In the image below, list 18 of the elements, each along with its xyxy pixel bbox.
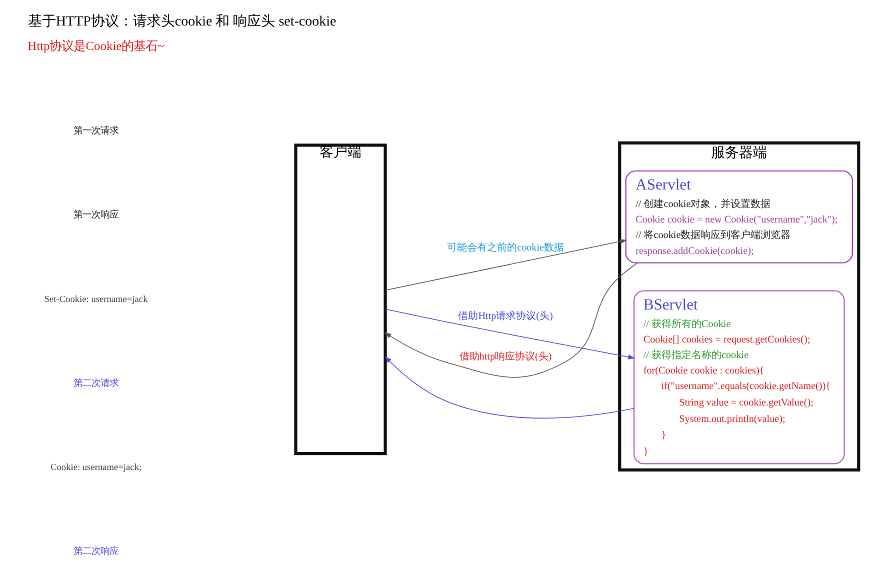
label: Set-Cookie: username=jack — [44, 294, 148, 305]
diagram-title: 基于HTTP协议：请求头cookie 和 响应头 set-cookie — [27, 14, 336, 30]
arrow — [384, 356, 634, 419]
arrow — [384, 262, 638, 378]
arrow — [384, 239, 626, 291]
label: Http协议是Cookie的基石~ — [27, 39, 164, 54]
node-box: 客户端 — [294, 144, 386, 456]
arrow — [384, 308, 635, 360]
label: 第二次响应 — [73, 547, 118, 558]
label: 第一次请求 — [73, 126, 118, 137]
edge-label: 借助http响应协议(头) — [458, 352, 552, 363]
label: 第一次响应 — [73, 210, 118, 221]
node-box: AServlet // 创建cookie对象，并设置数据 Cookie cookie = new Cookie("username","jack"); // 将cookie数据响应到客户端浏览器 response.addCookie(cookie); — [624, 170, 853, 264]
label: 第二次请求 — [73, 378, 118, 389]
edge-label: 可能会有之前的cookie数据 — [446, 242, 564, 254]
node-box: BServlet // 获得所有的Cookie Cookie[] cookies = request.getCookies(); // 获得指定名称的cookie for(Cookie cookie : cookies){ if("username".equals(cookie.getName()){ String value = cookie.getValue(); System.out.println(value); } } — [632, 290, 844, 464]
label: Cookie: username=jack; — [50, 462, 142, 473]
edge-label: 借助Http请求协议(头) — [458, 311, 552, 322]
